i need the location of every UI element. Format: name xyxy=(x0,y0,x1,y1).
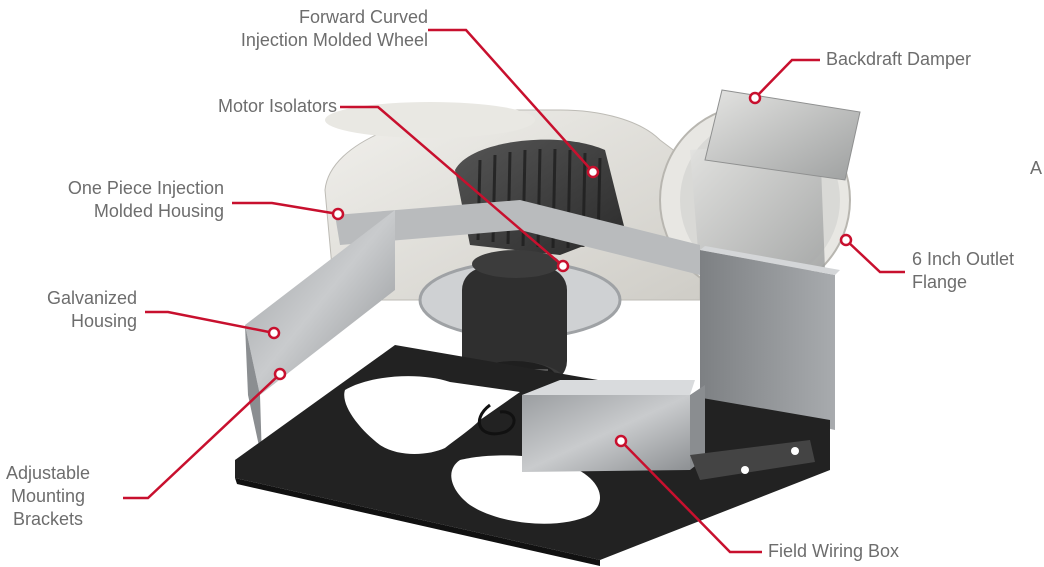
leader-isolators xyxy=(340,105,570,273)
leader-wiring xyxy=(614,434,762,554)
leader-housing xyxy=(232,201,345,221)
leader-brackets xyxy=(123,367,287,500)
leader-wheel xyxy=(428,28,600,179)
label-backdraft-damper: Backdraft Damper xyxy=(826,49,972,69)
label-galvanized-housing: Galvanized Housing xyxy=(46,288,137,331)
label-motor-isolators: Motor Isolators xyxy=(217,96,337,116)
label-cut-a: A xyxy=(1030,158,1043,178)
label-adjustable-mounting-brackets: Adjustable Mounting Brackets xyxy=(6,463,91,529)
leader-damper xyxy=(748,58,820,105)
label-6-inch-outlet-flange: 6 Inch Outlet Flange xyxy=(912,249,1015,292)
leader-outlet xyxy=(839,233,905,274)
leader-galv xyxy=(145,310,281,340)
label-field-wiring-box: Field Wiring Box xyxy=(768,541,900,561)
label-one-piece-housing: One Piece Injection Molded Housing xyxy=(67,178,224,221)
label-forward-curved-wheel: Forward Curved Injection Molded Wheel xyxy=(240,7,428,50)
